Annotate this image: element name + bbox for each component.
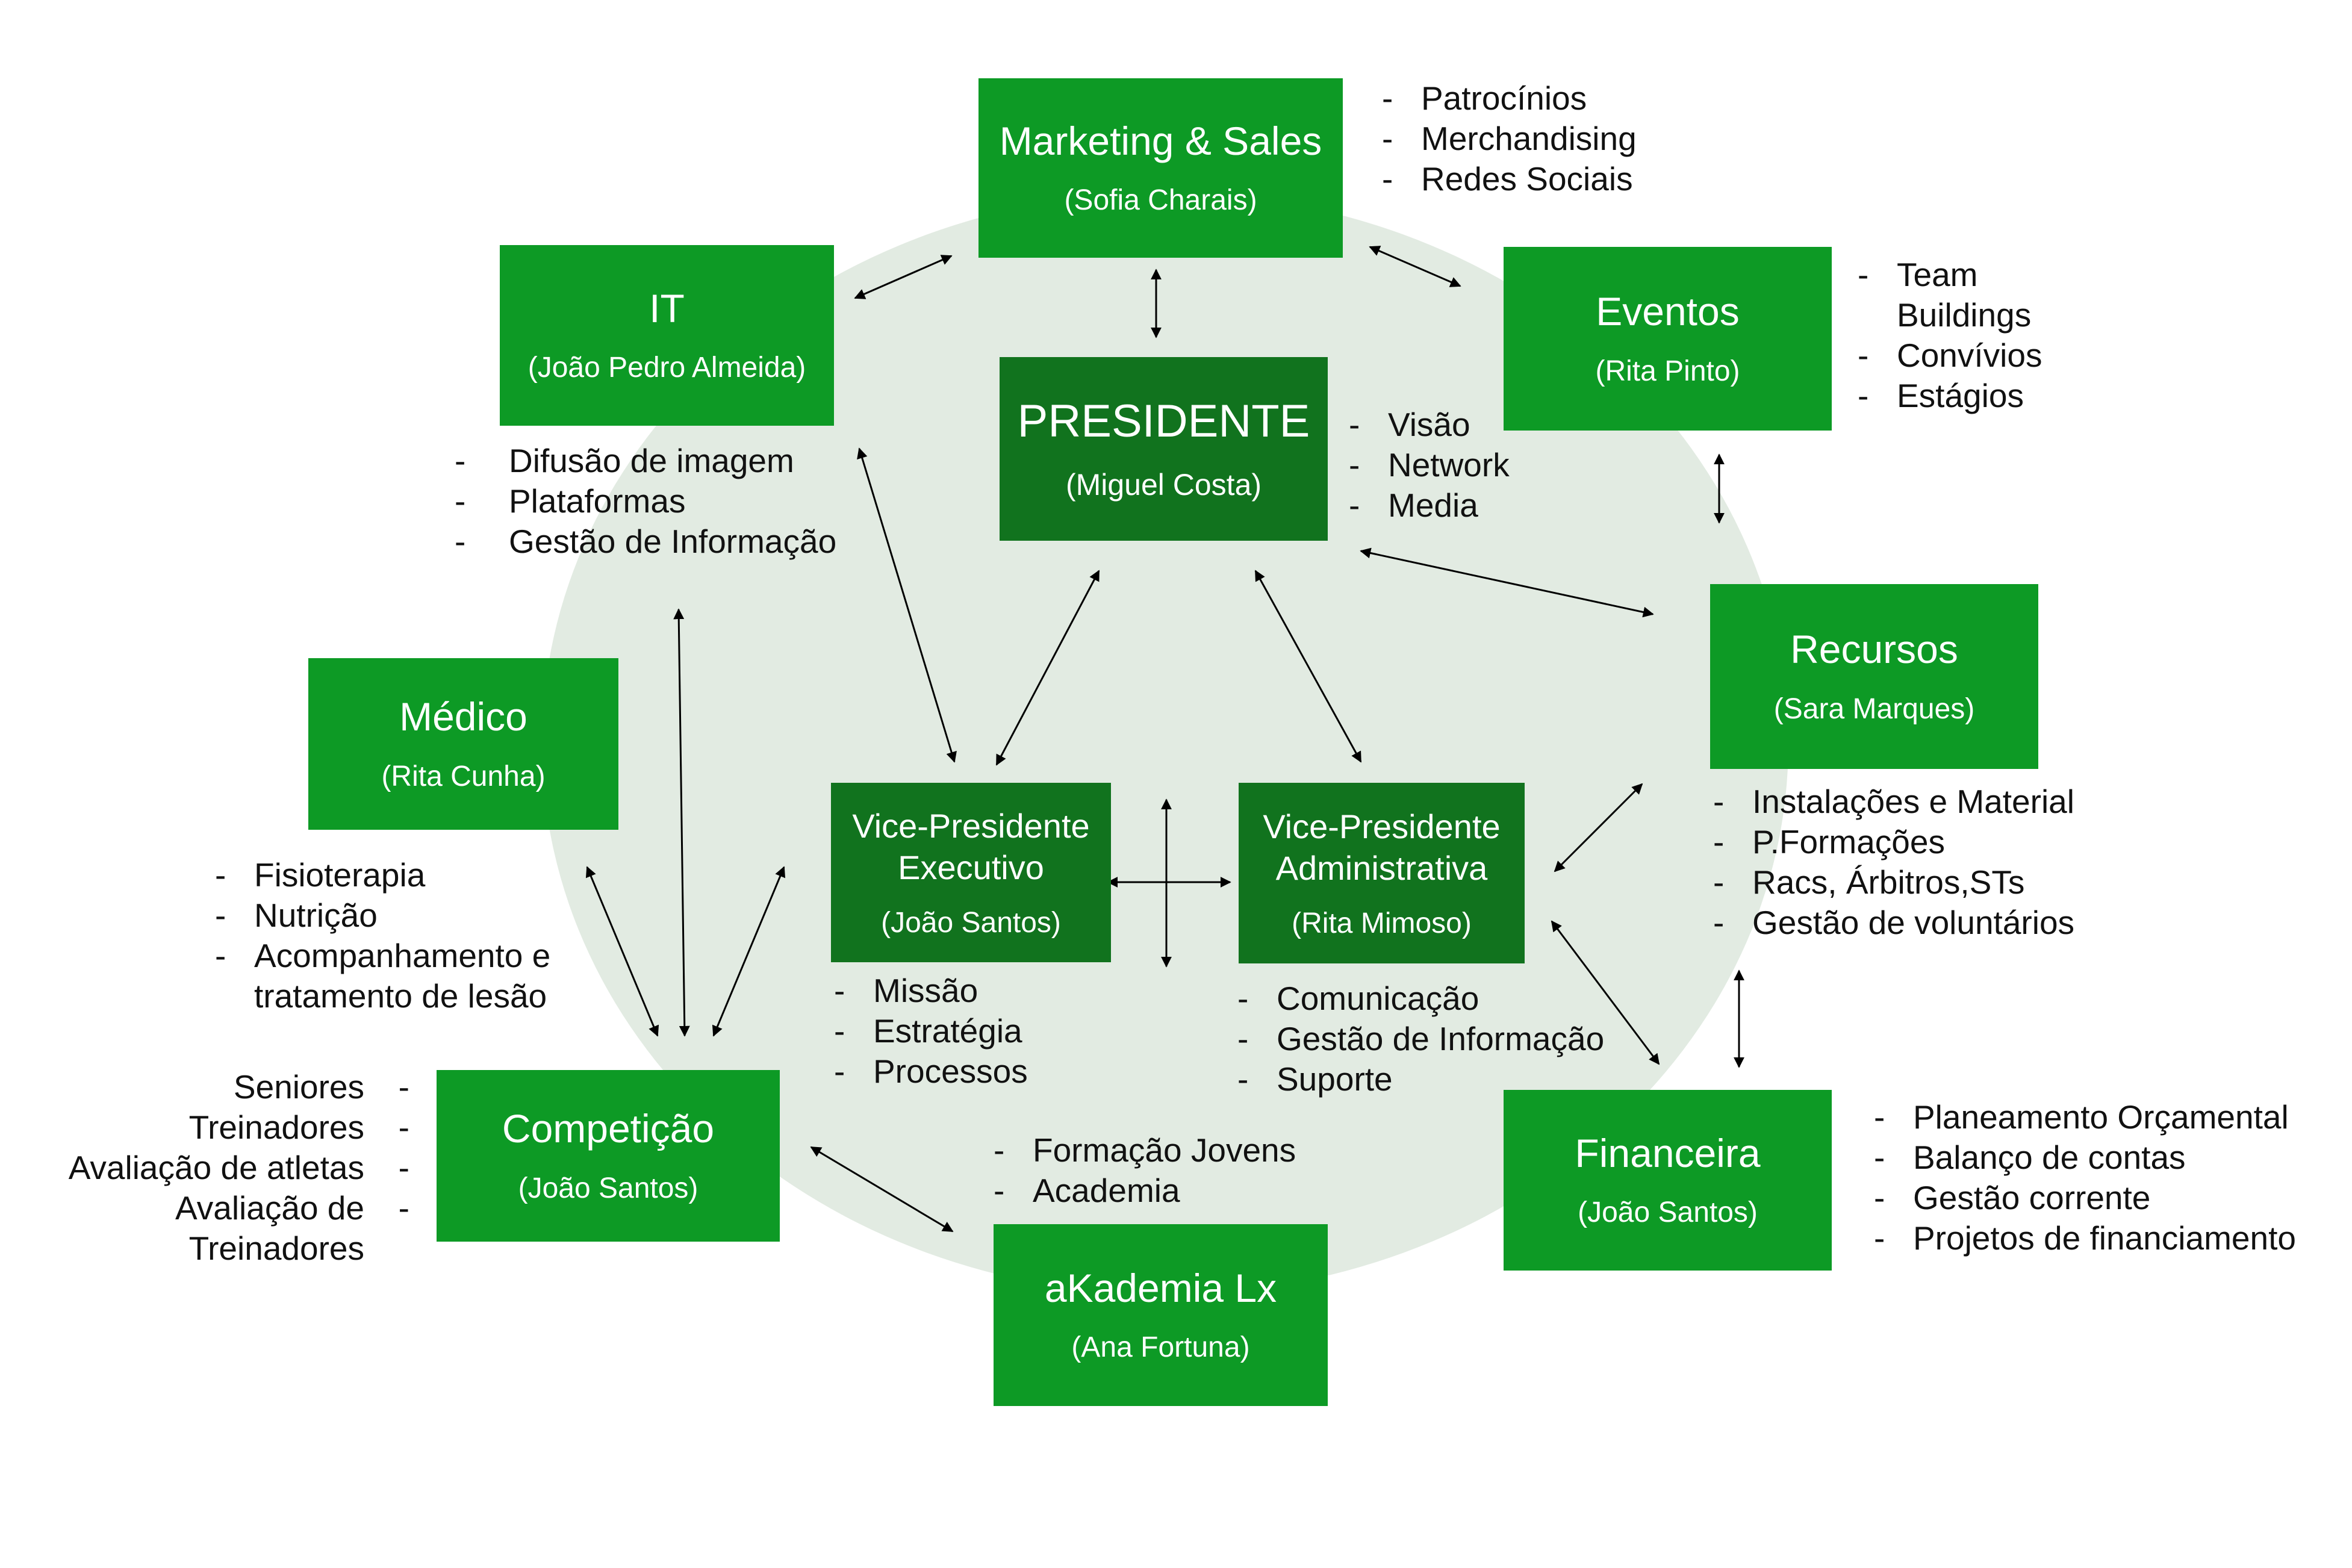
list-item: Balanço de contas bbox=[1874, 1137, 2296, 1178]
list-item: Gestão de Informação bbox=[455, 521, 836, 562]
vp-administrativa-node: Vice-Presidente Administrativa (Rita Mim… bbox=[1239, 783, 1525, 963]
marketing-sales-node: Marketing & Sales (Sofia Charais) bbox=[978, 78, 1343, 258]
it-title: IT bbox=[649, 285, 685, 331]
medico-person: (Rita Cunha) bbox=[381, 760, 546, 792]
it-person: (João Pedro Almeida) bbox=[527, 352, 806, 384]
list-item: Network bbox=[1349, 445, 1510, 485]
list-item: Treinadores bbox=[54, 1107, 409, 1148]
eventos-title: Eventos bbox=[1596, 289, 1740, 334]
arrow-competicao-akademia bbox=[810, 1146, 954, 1233]
list-item: Team Buildings bbox=[1858, 255, 2056, 335]
list-item: Gestão corrente bbox=[1874, 1178, 2296, 1218]
vp-administrativa-person: (Rita Mimoso) bbox=[1292, 907, 1472, 939]
list-item: Processos bbox=[834, 1051, 1028, 1092]
list-item: Media bbox=[1349, 485, 1510, 526]
list-item: Avaliação de Treinadores bbox=[54, 1188, 409, 1269]
list-item: Missão bbox=[834, 971, 1028, 1011]
marketing-task-list: Patrocínios Merchandising Redes Sociais bbox=[1382, 78, 1637, 199]
arrow-it-competicao bbox=[673, 608, 690, 1037]
list-item: Avaliação de atletas bbox=[54, 1148, 409, 1188]
vp-executivo-node: Vice-Presidente Executivo (João Santos) bbox=[831, 783, 1111, 962]
list-item: Gestão de voluntários bbox=[1713, 903, 2074, 943]
presidente-person: (Miguel Costa) bbox=[1065, 468, 1262, 502]
arrow-presidente-recursos bbox=[1360, 547, 1654, 618]
list-item: Acompanhamento e tratamento de lesão bbox=[215, 936, 576, 1016]
vp-executivo-title: Vice-Presidente Executivo bbox=[852, 807, 1090, 886]
arrow-recursos-vpadmin bbox=[1554, 783, 1643, 873]
eventos-node: Eventos (Rita Pinto) bbox=[1504, 247, 1832, 431]
competicao-person: (João Santos) bbox=[518, 1172, 698, 1204]
eventos-task-list: Team Buildings Convívios Estágios bbox=[1858, 255, 2056, 416]
akademia-node: aKademia Lx (Ana Fortuna) bbox=[994, 1224, 1328, 1406]
competicao-title: Competição bbox=[502, 1106, 715, 1151]
arrow-it-marketing bbox=[854, 255, 953, 299]
medico-title: Médico bbox=[399, 694, 527, 739]
arrow-presidente-vpadmin bbox=[1254, 570, 1362, 763]
list-item: Plataformas bbox=[455, 481, 836, 521]
list-item: Formação Jovens bbox=[994, 1130, 1296, 1171]
marketing-sales-title: Marketing & Sales bbox=[999, 118, 1322, 163]
list-item: Planeamento Orçamental bbox=[1874, 1097, 2296, 1137]
arrow-presidente-vpexec bbox=[995, 570, 1100, 766]
akademia-task-list: Formação Jovens Academia bbox=[994, 1130, 1296, 1211]
arrow-it-vpexec bbox=[857, 447, 957, 763]
list-item: Fisioterapia bbox=[215, 855, 576, 895]
list-item: Nutrição bbox=[215, 895, 576, 936]
eventos-person: (Rita Pinto) bbox=[1595, 355, 1740, 387]
financeira-title: Financeira bbox=[1575, 1130, 1761, 1175]
list-item: Patrocínios bbox=[1382, 78, 1637, 119]
list-item: Seniores bbox=[54, 1067, 409, 1107]
list-item: Suporte bbox=[1237, 1059, 1604, 1100]
arrow-marketing-eventos bbox=[1369, 246, 1461, 287]
recursos-node: Recursos (Sara Marques) bbox=[1710, 584, 2038, 769]
financeira-node: Financeira (João Santos) bbox=[1504, 1090, 1832, 1271]
list-item: Racs, Árbitros,STs bbox=[1713, 862, 2074, 903]
recursos-person: (Sara Marques) bbox=[1773, 692, 1975, 725]
marketing-sales-person: (Sofia Charais) bbox=[1064, 184, 1257, 217]
list-item: Gestão de Informação bbox=[1237, 1019, 1604, 1059]
akademia-person: (Ana Fortuna) bbox=[1071, 1331, 1250, 1364]
list-item: Merchandising bbox=[1382, 119, 1637, 159]
list-item: Estratégia bbox=[834, 1011, 1028, 1051]
it-task-list: Difusão de imagem Plataformas Gestão de … bbox=[455, 441, 836, 562]
presidente-task-list: Visão Network Media bbox=[1349, 405, 1510, 526]
list-item: Convívios bbox=[1858, 335, 2056, 376]
arrow-medico-competicao bbox=[585, 866, 659, 1037]
financeira-person: (João Santos) bbox=[1578, 1196, 1758, 1229]
it-node: IT (João Pedro Almeida) bbox=[500, 245, 834, 426]
medico-task-list: Fisioterapia Nutrição Acompanhamento e t… bbox=[215, 855, 576, 1016]
list-item: P.Formações bbox=[1713, 822, 2074, 862]
list-item: Redes Sociais bbox=[1382, 159, 1637, 199]
list-item: Estágios bbox=[1858, 376, 2056, 416]
presidente-node: PRESIDENTE (Miguel Costa) bbox=[1000, 357, 1328, 541]
competicao-task-list: Seniores Treinadores Avaliação de atleta… bbox=[54, 1067, 409, 1269]
presidente-title: PRESIDENTE bbox=[1017, 395, 1310, 447]
arrow-vpexec-competicao bbox=[712, 866, 786, 1037]
vp-executivo-task-list: Missão Estratégia Processos bbox=[834, 971, 1028, 1092]
list-item: Academia bbox=[994, 1171, 1296, 1211]
recursos-title: Recursos bbox=[1790, 627, 1958, 672]
recursos-task-list: Instalações e Material P.Formações Racs,… bbox=[1713, 782, 2074, 943]
list-item: Projetos de financiamento bbox=[1874, 1218, 2296, 1258]
medico-node: Médico (Rita Cunha) bbox=[308, 658, 618, 830]
vp-executivo-person: (João Santos) bbox=[881, 906, 1061, 939]
list-item: Instalações e Material bbox=[1713, 782, 2074, 822]
list-item: Visão bbox=[1349, 405, 1510, 445]
competicao-node: Competição (João Santos) bbox=[437, 1070, 780, 1242]
financeira-task-list: Planeamento Orçamental Balanço de contas… bbox=[1874, 1097, 2296, 1258]
arrow-vpadmin-financeira bbox=[1551, 920, 1660, 1065]
vp-administrativa-task-list: Comunicação Gestão de Informação Suporte bbox=[1237, 978, 1604, 1100]
akademia-title: aKademia Lx bbox=[1044, 1265, 1277, 1310]
vp-administrativa-title: Vice-Presidente Administrativa bbox=[1263, 807, 1501, 887]
list-item: Difusão de imagem bbox=[455, 441, 836, 481]
list-item: Comunicação bbox=[1237, 978, 1604, 1019]
